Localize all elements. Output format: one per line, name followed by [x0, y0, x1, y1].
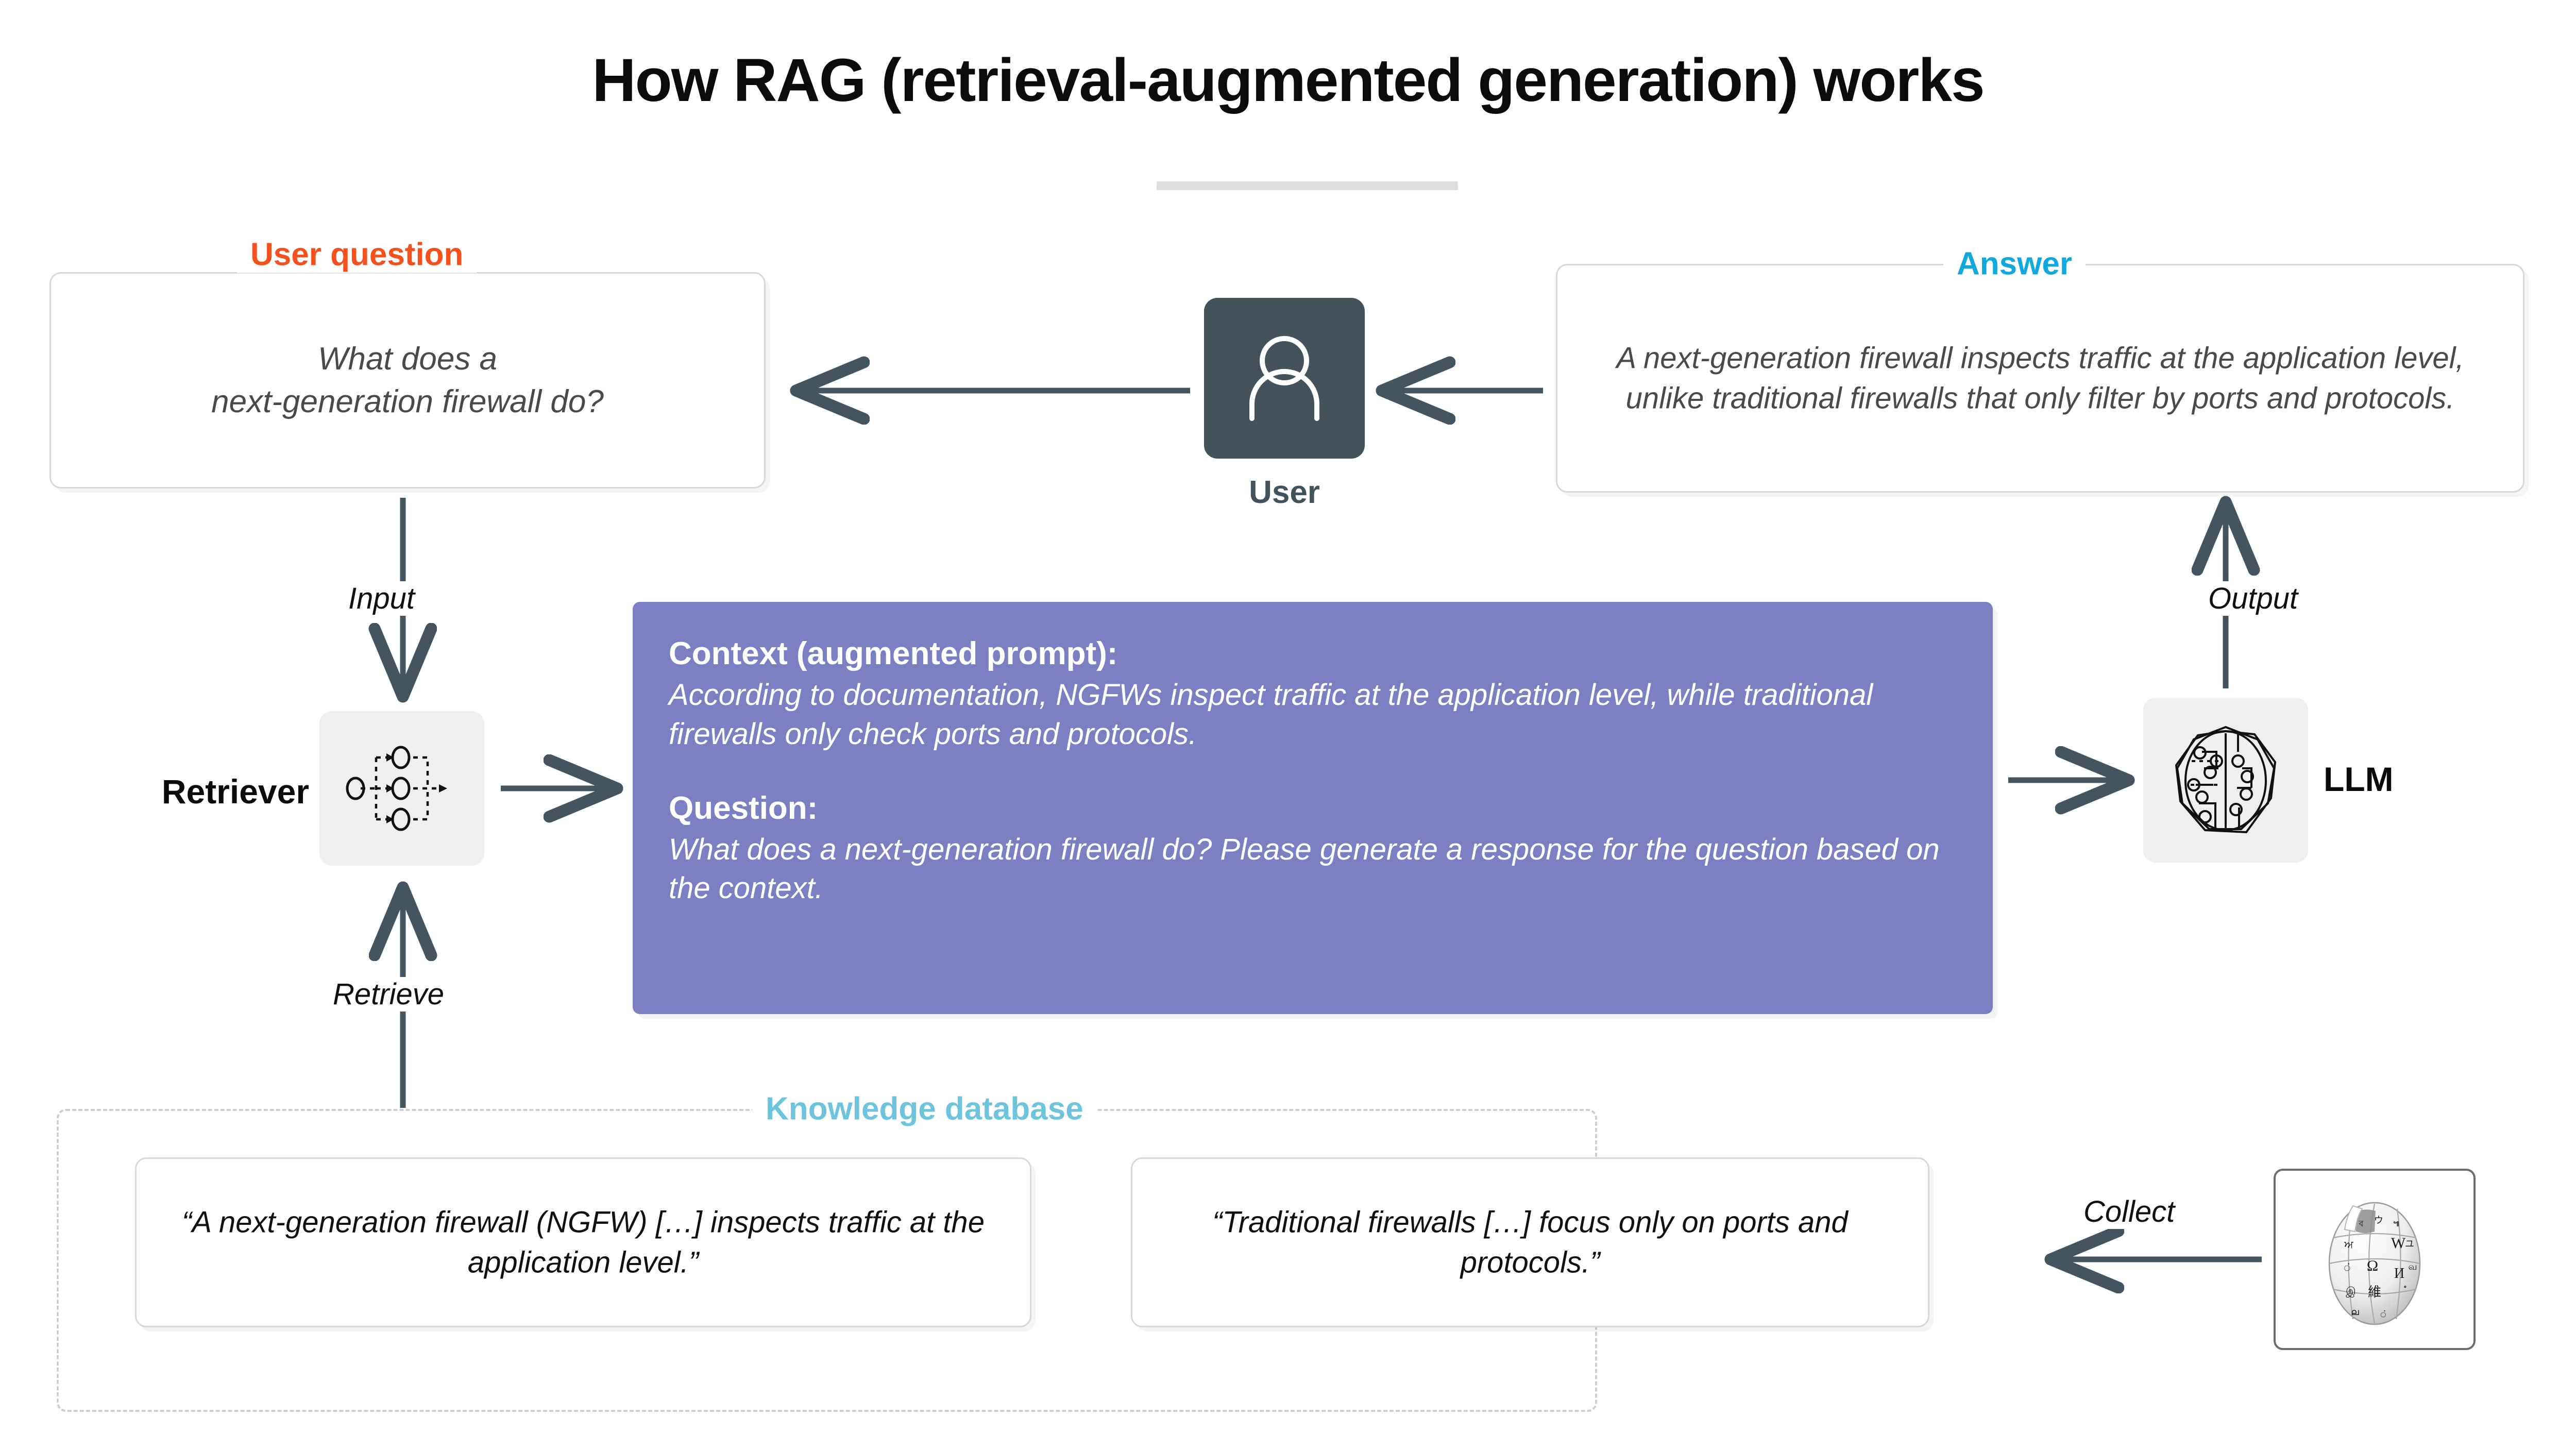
svg-text:ウ: ウ [2374, 1215, 2383, 1225]
wikipedia-globe-icon: W Ω И 維 ਅ ் இ ല ் ๚ ウ ユ வ ํ ব [2328, 1202, 2421, 1325]
person-icon [1249, 336, 1319, 421]
page-title: How RAG (retrieval-augmented generation)… [592, 46, 1985, 114]
arrow-label-retrieve: Retrieve [326, 977, 451, 1012]
svg-text:ユ: ユ [2405, 1239, 2414, 1249]
svg-text:Ω: Ω [2367, 1257, 2378, 1274]
answer-card: A next-generation firewall inspects traf… [1556, 264, 2524, 493]
brain-circuit-icon [2175, 726, 2277, 834]
knowledge-database-label: Knowledge database [752, 1090, 1097, 1127]
llm-icon-tile [2143, 698, 2308, 863]
context-body: According to documentation, NGFWs inspec… [669, 678, 1873, 751]
svg-text:И: И [2394, 1266, 2404, 1282]
source-wikipedia-tile: W Ω И 維 ਅ ் இ ല ் ๚ ウ ユ வ ํ ব [2274, 1169, 2476, 1350]
answer-label: Answer [1943, 245, 2086, 282]
svg-text:்: ் [2343, 1262, 2352, 1273]
llm-label: LLM [2324, 760, 2394, 798]
retriever-icon-tile [319, 711, 484, 866]
knowledge-doc-card: “Traditional firewalls […] focus only on… [1131, 1157, 1929, 1327]
svg-text:ব: ব [2359, 1220, 2364, 1228]
svg-text:வ: வ [2408, 1261, 2417, 1272]
svg-text:்: ் [2380, 1309, 2388, 1319]
question-body: What does a next-generation firewall do?… [669, 833, 1940, 905]
question-heading: Question: [669, 790, 818, 826]
context-spacer [669, 753, 1957, 789]
svg-text:維: 維 [2368, 1285, 2381, 1300]
retriever-network-icon [346, 746, 447, 831]
retriever-label: Retriever [161, 772, 309, 811]
context-box: Context (augmented prompt): According to… [633, 602, 1993, 1014]
user-avatar [1204, 298, 1365, 459]
svg-text:ല: ല [2351, 1307, 2359, 1317]
user-question-label: User question [237, 236, 477, 273]
context-heading: Context (augmented prompt): [669, 636, 1118, 671]
svg-text:இ: இ [2346, 1286, 2355, 1298]
title-divider [1157, 181, 1458, 190]
knowledge-doc-card: “A next-generation firewall (NGFW) […] i… [135, 1157, 1031, 1327]
knowledge-doc-text: “Traditional firewalls […] focus only on… [1212, 1205, 1848, 1279]
arrow-label-collect: Collect [2076, 1194, 2182, 1229]
answer-text: A next-generation firewall inspects traf… [1616, 341, 2464, 415]
knowledge-doc-text: “A next-generation firewall (NGFW) […] i… [182, 1205, 985, 1279]
svg-text:W: W [2391, 1235, 2406, 1252]
svg-text:ਅ: ਅ [2344, 1239, 2353, 1251]
arrow-label-output: Output [2201, 581, 2306, 616]
user-label: User [1249, 475, 1320, 510]
svg-text:๚: ๚ [2393, 1218, 2399, 1228]
arrow-label-input: Input [341, 581, 422, 616]
